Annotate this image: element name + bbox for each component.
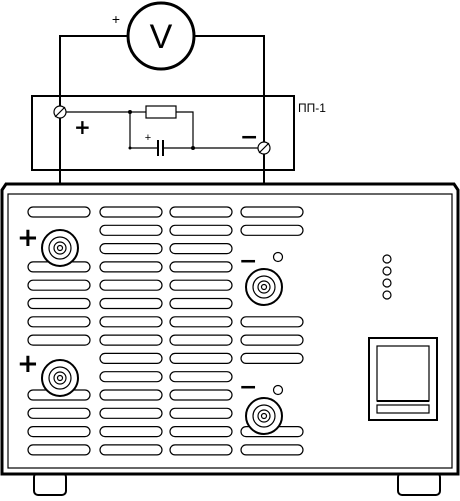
vent-slot (27, 279, 91, 291)
terminal-left-bottom[interactable] (41, 359, 79, 397)
indicator-leds (382, 254, 392, 300)
foot-left (33, 472, 67, 496)
vent-slot (169, 352, 233, 364)
vent-slot (27, 334, 91, 346)
terminal-right-top-led (272, 251, 284, 263)
vent-slot (99, 426, 163, 438)
vent-slot (99, 371, 163, 383)
wire-meter-minus (194, 35, 265, 148)
terminal-left-top[interactable] (41, 229, 79, 267)
board-plus-sign: + (74, 115, 91, 139)
vent-slot (99, 407, 163, 419)
vent-slot (27, 444, 91, 456)
resistor-symbol (145, 105, 177, 119)
vent-slot (240, 206, 304, 218)
power-supply-unit: + + − − (0, 182, 460, 496)
housing-outline (0, 182, 460, 476)
vent-slot (240, 224, 304, 236)
board-terminal-right (257, 141, 271, 155)
vent-slot (169, 316, 233, 328)
vent-slot (99, 206, 163, 218)
terminal-right-bottom-sign: − (239, 375, 257, 400)
indicator-led (382, 278, 392, 288)
foot-right (397, 472, 441, 496)
terminal-left-top-sign: + (17, 223, 39, 253)
vent-slot (169, 371, 233, 383)
terminal-right-top[interactable] (245, 251, 284, 306)
wire-meter-plus (59, 35, 128, 112)
voltmeter-symbol: V (150, 18, 173, 56)
board-minus-sign: − (240, 125, 258, 150)
vent-slot (169, 297, 233, 310)
vent-slot (169, 389, 233, 401)
indicator-led (382, 254, 392, 264)
indicator-led (382, 290, 392, 300)
vent-slot (169, 426, 233, 438)
vent-slot (27, 297, 91, 310)
vent-slot (99, 243, 163, 255)
vent-slot (27, 426, 91, 438)
vent-slot (169, 224, 233, 236)
vent-slot (27, 316, 91, 328)
board-terminal-left (53, 105, 67, 119)
vent-slot (99, 297, 163, 310)
vent-slot (169, 243, 233, 255)
front-panel (7, 193, 453, 469)
vent-slot (99, 261, 163, 273)
vent-slot (169, 444, 233, 456)
vent-slot (240, 444, 304, 456)
vent-slot (27, 206, 91, 218)
vent-slot (99, 389, 163, 401)
vent-slot (169, 206, 233, 218)
terminal-left-bottom-sign: + (17, 349, 39, 379)
power-switch[interactable] (368, 337, 438, 421)
vent-slot (240, 334, 304, 346)
switch-frame (368, 337, 438, 421)
vent-slot (99, 352, 163, 364)
vent-slots (27, 206, 304, 456)
voltmeter-plus-label: + (112, 11, 120, 27)
vent-slot (99, 444, 163, 456)
vent-slot (169, 279, 233, 291)
capacitor-plus-label: + (145, 132, 151, 144)
vent-slot (99, 316, 163, 328)
vent-slot (169, 261, 233, 273)
vent-slot (99, 334, 163, 346)
terminal-right-bottom-led (272, 384, 284, 396)
vent-slot (240, 316, 304, 328)
terminal-right-bottom[interactable] (245, 384, 284, 435)
board-pp1: ПП-1 + − + (31, 95, 326, 171)
vent-slot (99, 224, 163, 236)
vent-slot (169, 407, 233, 419)
board-trace-right-vertical (176, 111, 194, 148)
terminal-right-top-sign: − (239, 249, 257, 274)
vent-slot (240, 352, 304, 364)
vent-slot (169, 334, 233, 346)
vent-slot (99, 279, 163, 291)
indicator-led (382, 266, 392, 276)
board-outline (31, 95, 295, 171)
vent-slot (27, 407, 91, 419)
board-label: ПП-1 (298, 101, 326, 115)
